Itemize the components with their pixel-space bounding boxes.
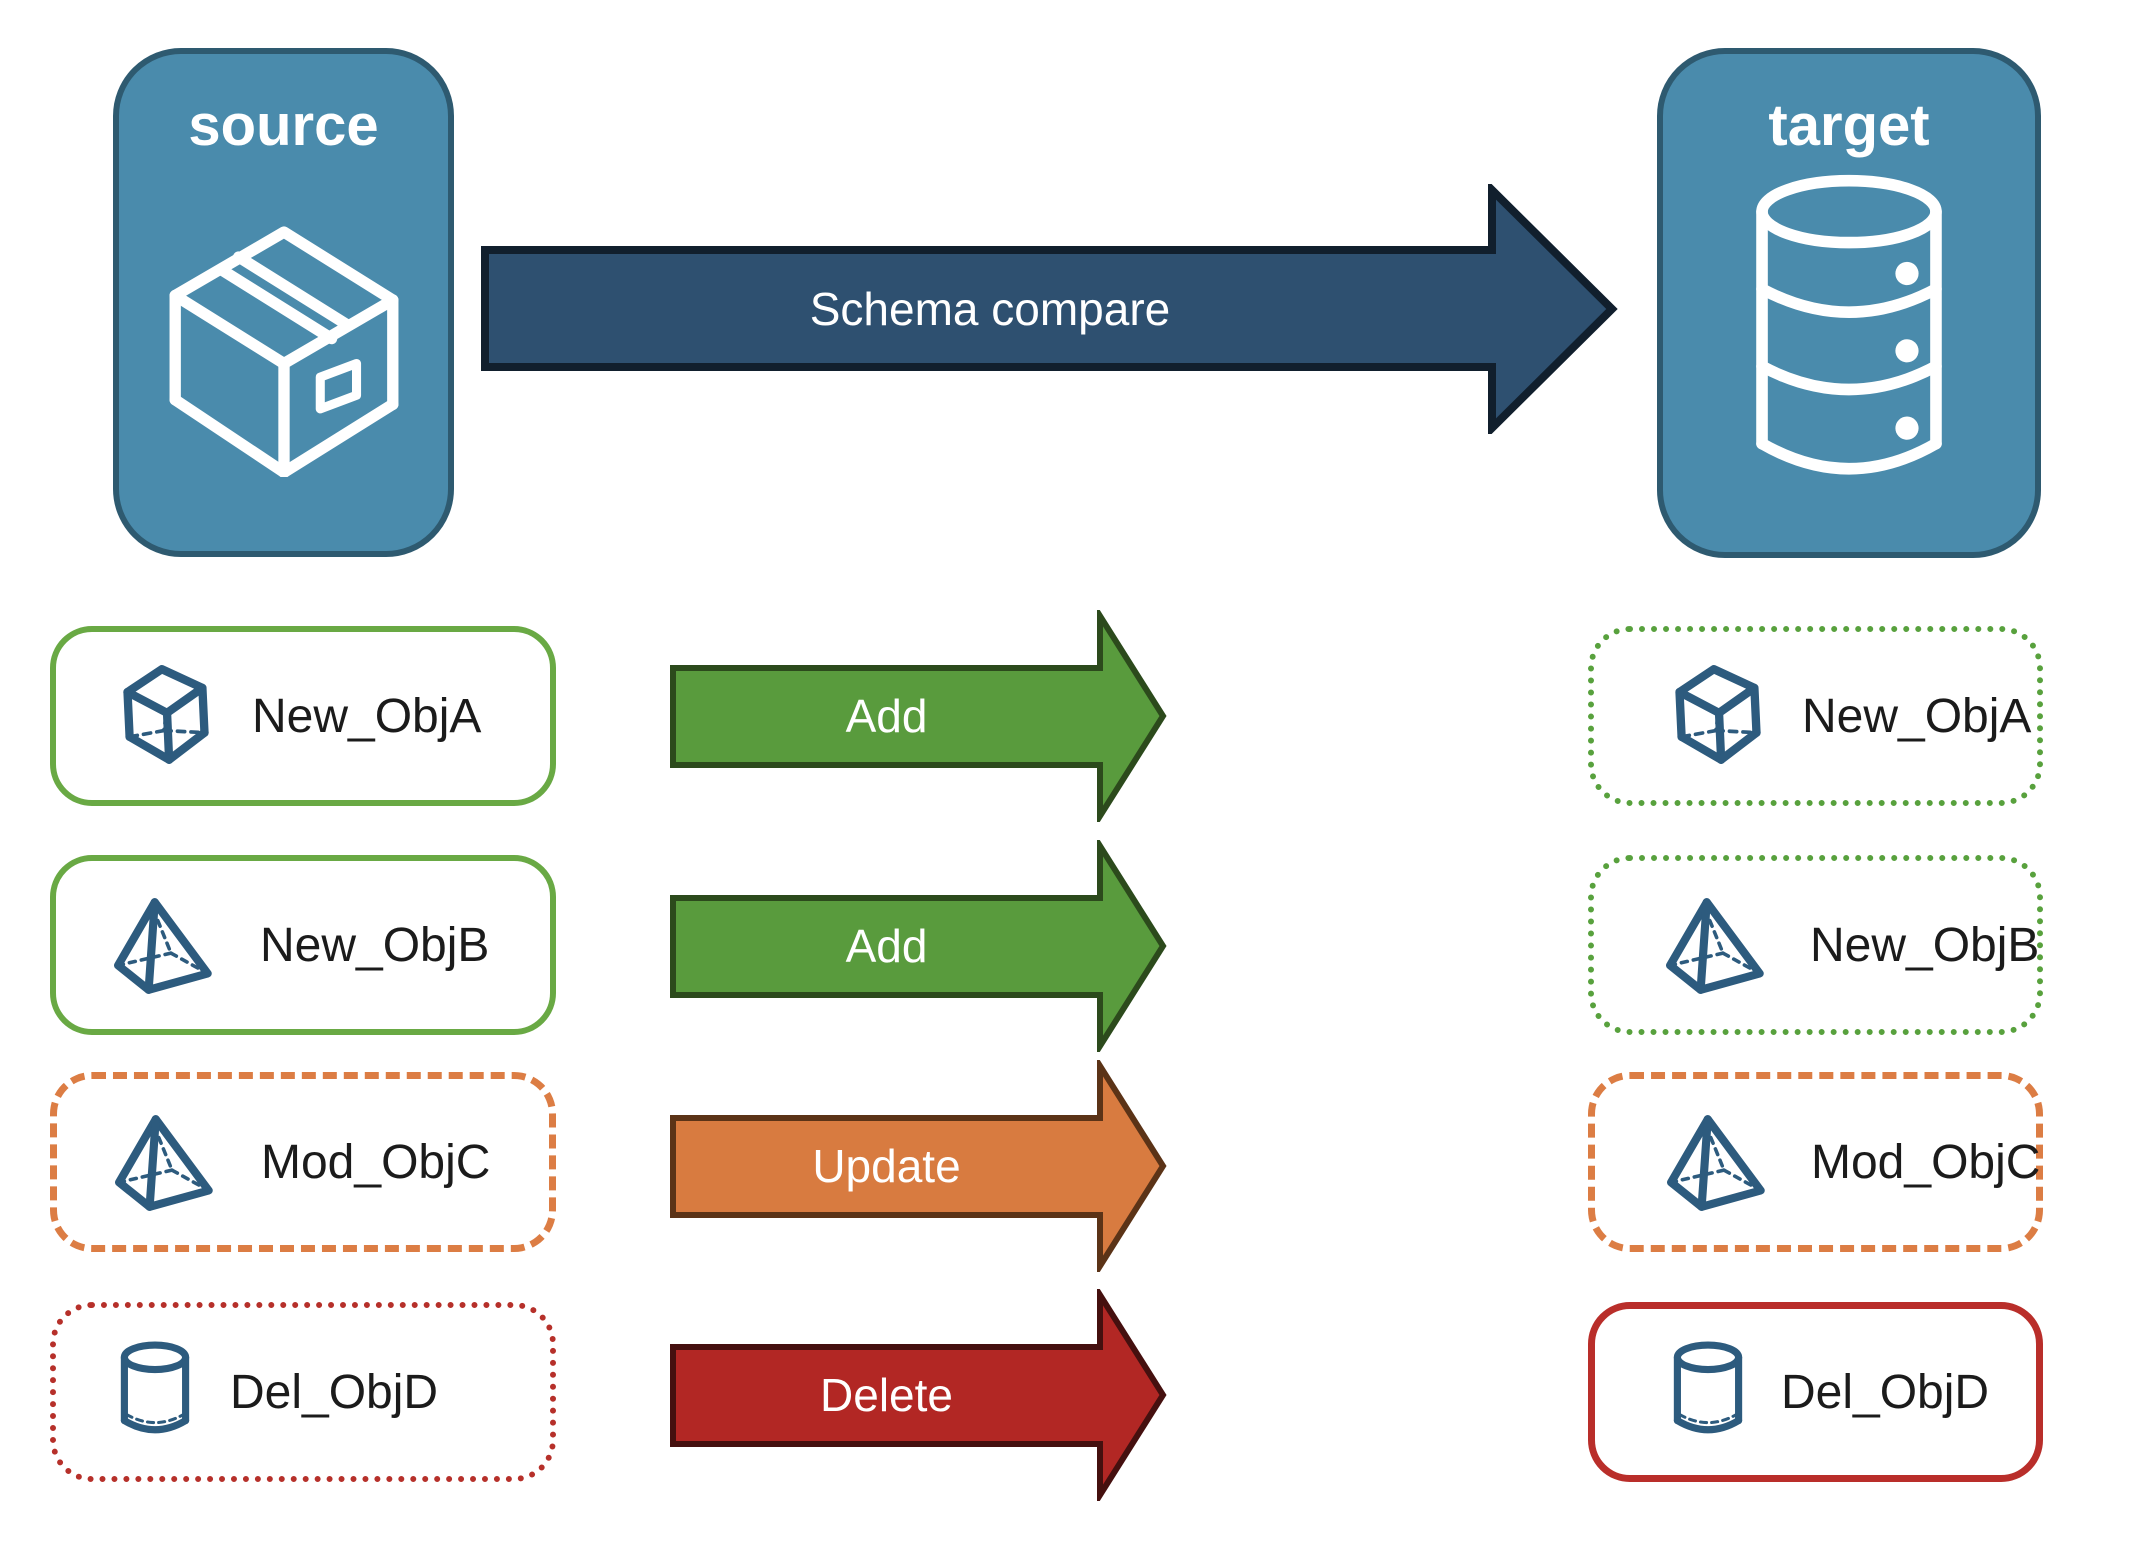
cube-icon bbox=[114, 664, 218, 768]
target-object-box-new-obja: New_ObjA bbox=[1588, 626, 2043, 806]
add-arrow bbox=[670, 840, 1167, 1052]
object-label: New_ObjB bbox=[1810, 918, 2040, 972]
object-label: Del_ObjD bbox=[230, 1365, 439, 1419]
source-object-box-new-obja: New_ObjA bbox=[50, 626, 556, 806]
pyramid-icon bbox=[1666, 894, 1778, 996]
target-object-box-new-objb: New_ObjB bbox=[1588, 855, 2043, 1035]
source-object-box-new-objb: New_ObjB bbox=[50, 855, 556, 1035]
cylinder-icon bbox=[1667, 1341, 1749, 1443]
object-label: New_ObjB bbox=[260, 918, 490, 972]
target-object-box-mod-objc: Mod_ObjC bbox=[1588, 1072, 2043, 1252]
object-label: Del_ObjD bbox=[1781, 1365, 1990, 1419]
object-label: New_ObjA bbox=[1802, 689, 2032, 743]
object-label: Mod_ObjC bbox=[1811, 1135, 2041, 1189]
delete-arrow-label: Delete bbox=[820, 1369, 953, 1421]
pyramid-icon bbox=[115, 1111, 227, 1213]
pyramid-icon bbox=[1667, 1111, 1779, 1213]
cube-icon bbox=[1666, 664, 1770, 768]
schema-compare-label: Schema compare bbox=[809, 282, 1171, 335]
delete-arrow bbox=[670, 1289, 1167, 1501]
source-object-box-mod-objc: Mod_ObjC bbox=[50, 1072, 556, 1252]
target-panel: target bbox=[1657, 48, 2041, 558]
add-arrow bbox=[670, 610, 1167, 822]
object-label: Mod_ObjC bbox=[261, 1135, 491, 1189]
source-title: source bbox=[188, 93, 379, 158]
object-label: New_ObjA bbox=[252, 689, 482, 743]
package-icon bbox=[169, 226, 398, 477]
schema-compare-arrow bbox=[481, 184, 1618, 434]
pyramid-icon bbox=[114, 894, 226, 996]
add-arrow-label: Add bbox=[845, 920, 928, 972]
add-arrow-label: Add bbox=[845, 690, 928, 742]
update-arrow-label: Update bbox=[812, 1140, 961, 1192]
target-title: target bbox=[1768, 93, 1930, 158]
source-object-box-del-objd: Del_ObjD bbox=[50, 1302, 556, 1482]
cylinder-icon bbox=[114, 1341, 196, 1443]
database-icon bbox=[1756, 174, 1942, 475]
target-object-box-del-objd: Del_ObjD bbox=[1588, 1302, 2043, 1482]
update-arrow bbox=[670, 1060, 1167, 1272]
source-panel: source bbox=[113, 48, 454, 557]
